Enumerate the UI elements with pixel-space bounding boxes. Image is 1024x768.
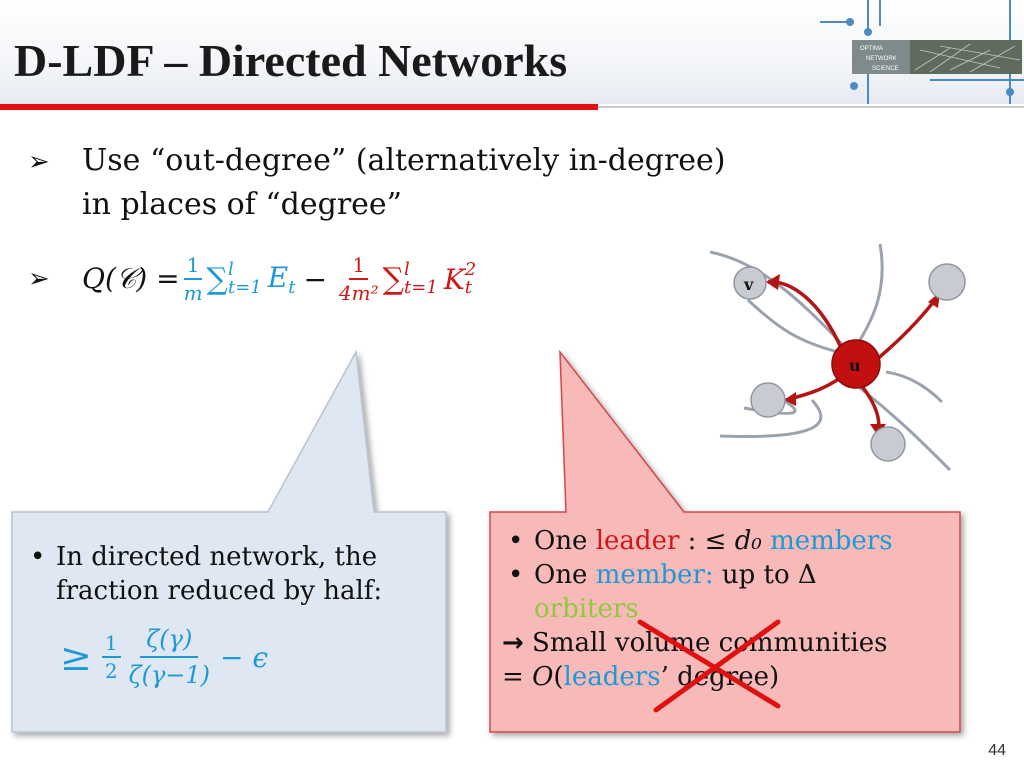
logo-word-network: NETWORK: [866, 56, 897, 62]
term-e-sub: t: [288, 276, 296, 298]
bullet-2-marker: ➢: [28, 256, 78, 301]
right-line-3: → Small volume communities: [502, 626, 952, 660]
bullet-dot: •: [508, 560, 524, 590]
sum-symbol-1: ∑: [206, 261, 228, 297]
line3-text: Small volume communities: [523, 628, 888, 658]
term-e-base: E: [267, 260, 289, 294]
node-v-label: v: [743, 275, 754, 294]
item1-prefix: One: [534, 526, 596, 556]
left-line-2: fraction reduced by half:: [56, 576, 383, 606]
right-item-1: • One leader : ≤ d₀ members: [502, 524, 952, 558]
item2-mid: up to Δ: [713, 560, 817, 590]
sum-symbol-2: ∑: [382, 261, 405, 297]
bullet-dot: •: [30, 542, 46, 572]
line4-open: (: [553, 662, 564, 692]
right-line-4: = O(leaders’ degree): [502, 660, 952, 694]
half-fraction: 1 2: [101, 630, 121, 684]
sum-1-upper: l: [227, 259, 234, 280]
term-k-indices: 2 t: [465, 261, 476, 297]
frac-2-numerator: 1: [349, 252, 369, 280]
term-k-sup: 2: [464, 259, 477, 280]
optima-logo: OPTIMA NETWORK SCIENCE: [820, 0, 1024, 104]
title-underline: [0, 104, 598, 110]
bullet-dot: •: [508, 526, 524, 556]
item1-leader: leader: [595, 526, 680, 556]
line4-big-o: O: [532, 662, 554, 692]
zeta-num: ζ(γ): [140, 622, 199, 658]
implies-arrow-icon: →: [502, 628, 524, 658]
ge-symbol: ≥: [60, 635, 92, 679]
epsilon-tail: − ϵ: [220, 640, 269, 674]
half-bound-formula: ≥ 1 2 ζ(γ) ζ(γ−1) − ϵ: [60, 622, 268, 692]
left-callout-box: [11, 349, 447, 733]
term-k-base: K: [443, 262, 465, 296]
bullet-1-line-1: Use “out-degree” (alternatively in-degre…: [82, 143, 726, 178]
term-k: K 2 t: [444, 261, 476, 297]
half-den: 2: [104, 659, 118, 683]
bullet-1-marker: ➢: [28, 139, 78, 184]
left-callout-text: • In directed network, the fraction redu…: [24, 540, 434, 608]
modularity-formula: Q(𝒞) = 1 m ∑ l t=1 Et − 1 4m² ∑ l t=1 K …: [82, 244, 476, 314]
frac-1-denominator: m: [183, 281, 203, 305]
sum-1-lower: t=1: [227, 277, 262, 298]
formula-minus: −: [303, 262, 327, 296]
sum-2-upper: l: [404, 259, 410, 280]
left-callout-item: • In directed network, the fraction redu…: [24, 540, 434, 608]
slide-title: D-LDF – Directed Networks: [14, 35, 568, 86]
graph-nodes: [733, 263, 966, 462]
node-u-label: u: [849, 356, 861, 375]
line4-prefix: =: [502, 662, 533, 692]
term-k-sub: t: [464, 277, 472, 298]
sum-1-limits: l t=1: [228, 261, 262, 297]
formula-frac-1: 1 m: [184, 252, 203, 306]
slide-number: 44: [988, 742, 1006, 759]
right-item-2: • One member: up to Δ orbiters: [502, 558, 952, 626]
item1-members: members: [761, 526, 893, 556]
item1-mid: : ≤: [679, 526, 735, 556]
left-line-1: In directed network, the: [56, 542, 378, 572]
frac-2-denominator: 4m²: [338, 281, 379, 305]
item1-d0: d₀: [734, 526, 762, 556]
sum-2-limits: l t=1: [404, 261, 438, 297]
sum-2-lower: t=1: [404, 277, 438, 298]
bullet-1-text: Use “out-degree” (alternatively in-degre…: [82, 139, 802, 227]
item2-orbiters: orbiters: [534, 594, 639, 624]
right-callout-box: [489, 349, 961, 733]
item2-prefix: One: [534, 560, 596, 590]
item2-member: member:: [595, 560, 714, 590]
bullet-arrow-icon: ➢: [28, 264, 50, 294]
frac-1-numerator: 1: [183, 252, 203, 280]
formula-lhs: Q(𝒞) =: [82, 262, 180, 295]
half-num: 1: [101, 630, 121, 658]
zeta-den: ζ(γ−1): [128, 661, 211, 689]
term-e: Et: [268, 261, 296, 298]
logo-word-science: SCIENCE: [872, 66, 899, 72]
bullet-arrow-icon: ➢: [28, 147, 50, 177]
logo-word-optima: OPTIMA: [860, 46, 883, 52]
zeta-fraction: ζ(γ) ζ(γ−1): [129, 622, 210, 692]
right-callout-text: • One leader : ≤ d₀ members • One member…: [502, 524, 952, 694]
formula-frac-2: 1 4m²: [339, 252, 379, 306]
bullet-1-line-2: in places of “degree”: [82, 187, 403, 222]
line4-leaders: leaders: [563, 662, 661, 692]
title-underline-thin: [598, 106, 1024, 108]
